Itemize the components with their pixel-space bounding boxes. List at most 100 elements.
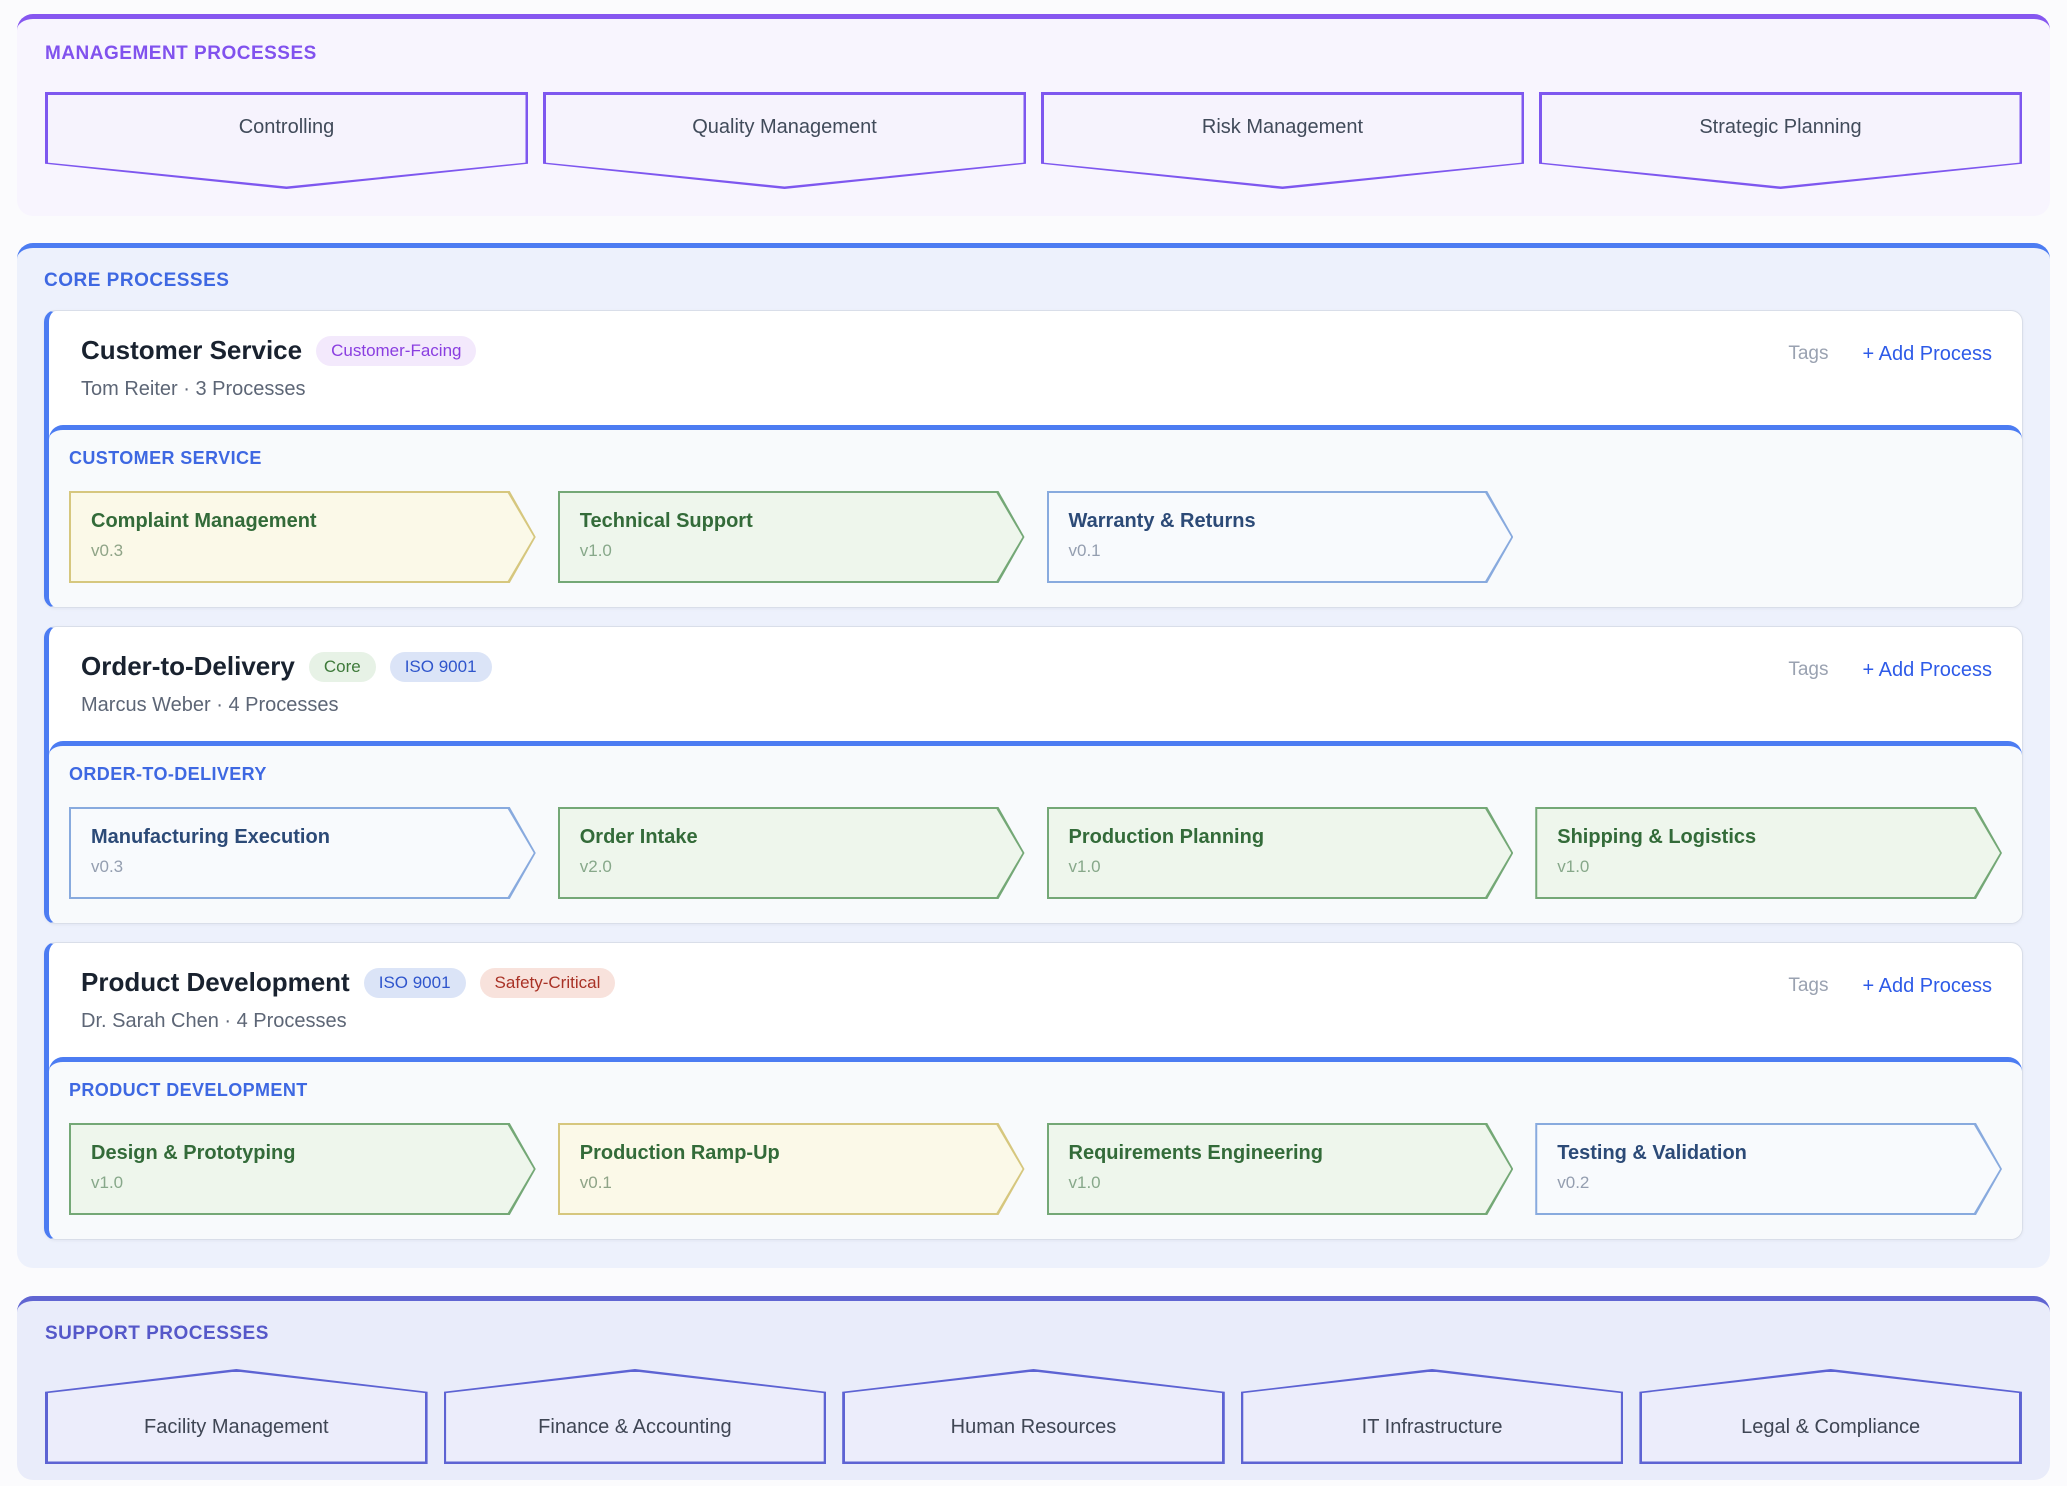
support-process-facility-management[interactable]: Facility Management: [45, 1369, 428, 1464]
process-version: v0.1: [1068, 541, 1101, 560]
management-process-risk-management[interactable]: Risk Management: [1041, 92, 1524, 189]
group-header-actions: Tags + Add Process: [1788, 343, 1992, 401]
process-chevron-shipping-logistics[interactable]: Shipping & Logistics v1.0: [1535, 807, 2002, 899]
management-process-controlling[interactable]: Controlling: [45, 92, 528, 189]
chevron-shape-fill: [71, 809, 534, 897]
process-name: Warranty & Returns: [1068, 510, 1256, 532]
process-chevron-production-planning[interactable]: Production Planning v1.0: [1047, 807, 1514, 899]
group-badge: ISO 9001: [389, 651, 492, 682]
group-title: Order-to-Delivery: [81, 651, 295, 681]
process-label: Risk Management: [1201, 116, 1364, 139]
support-processes-section: SUPPORT PROCESSES Facility Management Fi…: [17, 1296, 2050, 1480]
process-chevron-order-intake[interactable]: Order Intake v2.0: [558, 807, 1025, 899]
add-process-button[interactable]: + Add Process: [1862, 343, 1992, 365]
process-chevron-production-ramp-up[interactable]: Production Ramp-Up v0.1: [558, 1123, 1025, 1215]
process-version: v2.0: [579, 857, 612, 876]
process-version: v0.2: [1557, 1173, 1590, 1192]
tags-button[interactable]: Tags: [1788, 343, 1829, 364]
group-badge: Customer-Facing: [316, 335, 477, 366]
process-chevron-manufacturing-execution[interactable]: Manufacturing Execution v0.3: [69, 807, 536, 899]
process-chevron-technical-support[interactable]: Technical Support v1.0: [558, 491, 1025, 583]
process-label: Quality Management: [692, 116, 877, 139]
support-process-row: Facility Management Finance & Accounting…: [45, 1369, 2022, 1464]
group-header: Product Development ISO 9001 Safety-Crit…: [49, 943, 2022, 1057]
support-process-finance-accounting[interactable]: Finance & Accounting: [443, 1369, 827, 1464]
process-version: v1.0: [579, 541, 612, 560]
chevron-shape-fill: [71, 493, 534, 581]
process-name: Shipping & Logistics: [1557, 826, 1757, 848]
process-band: ORDER-TO-DELIVERY Manufacturing Executio…: [49, 741, 2022, 923]
process-row: Design & Prototyping v1.0 Production Ram…: [69, 1123, 2002, 1215]
process-name: Order Intake: [579, 826, 698, 848]
process-name: Production Planning: [1068, 826, 1265, 848]
chevron-shape-fill: [1049, 1125, 1512, 1213]
support-process-legal-compliance[interactable]: Legal & Compliance: [1639, 1369, 2022, 1464]
band-label: ORDER-TO-DELIVERY: [69, 764, 267, 784]
process-name: Technical Support: [579, 510, 753, 532]
process-label: Controlling: [238, 116, 335, 139]
group-header: Customer Service Customer-Facing Tom Rei…: [49, 311, 2022, 425]
process-label: Finance & Accounting: [538, 1416, 732, 1439]
chevron-shape-fill: [1049, 809, 1512, 897]
add-process-button[interactable]: + Add Process: [1862, 975, 1992, 997]
process-version: v1.0: [1068, 1173, 1101, 1192]
support-process-human-resources[interactable]: Human Resources: [842, 1369, 1225, 1464]
process-band: PRODUCT DEVELOPMENT Design & Prototyping…: [49, 1057, 2022, 1239]
process-version: v0.3: [91, 857, 124, 876]
process-group-card-order-to-delivery: Order-to-Delivery Core ISO 9001 Marcus W…: [44, 626, 2023, 924]
chevron-shape-fill: [1537, 1125, 2000, 1213]
management-processes-section: MANAGEMENT PROCESSES Controlling Quality…: [17, 14, 2050, 216]
group-header-left: Customer Service Customer-Facing Tom Rei…: [81, 335, 477, 401]
group-header-left: Product Development ISO 9001 Safety-Crit…: [81, 967, 616, 1033]
process-name: Production Ramp-Up: [579, 1142, 780, 1164]
process-chevron-requirements-engineering[interactable]: Requirements Engineering v1.0: [1047, 1123, 1514, 1215]
band-label: PRODUCT DEVELOPMENT: [69, 1080, 308, 1100]
group-owner: Tom Reiter · 3 Processes: [81, 378, 306, 400]
add-process-button[interactable]: + Add Process: [1862, 659, 1992, 681]
process-name: Testing & Validation: [1557, 1142, 1747, 1164]
roof-shape-fill: [844, 1371, 1223, 1462]
process-row: Complaint Management v0.3 Technical Supp…: [69, 491, 2002, 583]
process-label: IT Infrastructure: [1361, 1416, 1503, 1439]
process-chevron-testing-validation[interactable]: Testing & Validation v0.2: [1535, 1123, 2002, 1215]
core-section-label: CORE PROCESSES: [44, 270, 230, 291]
management-section-label: MANAGEMENT PROCESSES: [45, 43, 317, 64]
process-chevron-warranty-returns[interactable]: Warranty & Returns v0.1: [1047, 491, 1514, 583]
management-process-row: Controlling Quality Management Risk Mana…: [45, 92, 2022, 189]
process-chevron-complaint-management[interactable]: Complaint Management v0.3: [69, 491, 536, 583]
process-version: v1.0: [1068, 857, 1101, 876]
group-header: Order-to-Delivery Core ISO 9001 Marcus W…: [49, 627, 2022, 741]
group-title: Customer Service: [81, 335, 303, 365]
support-process-it-infrastructure[interactable]: IT Infrastructure: [1240, 1369, 1624, 1464]
process-band: CUSTOMER SERVICE Complaint Management v0…: [49, 425, 2022, 607]
process-group-card-customer-service: Customer Service Customer-Facing Tom Rei…: [44, 310, 2023, 608]
process-name: Design & Prototyping: [91, 1142, 296, 1164]
chevron-shape-fill: [71, 1125, 534, 1213]
chevron-shape-fill: [1049, 493, 1512, 581]
process-group-card-product-development: Product Development ISO 9001 Safety-Crit…: [44, 942, 2023, 1240]
process-version: v0.3: [91, 541, 124, 560]
tags-button[interactable]: Tags: [1788, 659, 1829, 680]
process-label: Strategic Planning: [1699, 116, 1862, 139]
process-chevron-design-prototyping[interactable]: Design & Prototyping v1.0: [69, 1123, 536, 1215]
process-label: Facility Management: [144, 1416, 329, 1439]
management-process-strategic-planning[interactable]: Strategic Planning: [1539, 92, 2022, 189]
roof-shape-fill: [1243, 1371, 1621, 1462]
group-header-actions: Tags + Add Process: [1788, 975, 1992, 1033]
group-badge: Safety-Critical: [479, 967, 616, 998]
group-owner: Dr. Sarah Chen · 4 Processes: [81, 1010, 347, 1032]
process-version: v1.0: [1557, 857, 1590, 876]
management-process-quality-management[interactable]: Quality Management: [543, 92, 1026, 189]
group-owner: Marcus Weber · 4 Processes: [81, 694, 339, 716]
roof-shape-fill: [446, 1371, 824, 1462]
process-name: Requirements Engineering: [1068, 1142, 1324, 1164]
group-title: Product Development: [81, 967, 350, 997]
process-label: Legal & Compliance: [1741, 1416, 1921, 1439]
process-version: v0.1: [579, 1173, 612, 1192]
group-badge: Core: [308, 651, 376, 682]
tags-button[interactable]: Tags: [1788, 975, 1829, 996]
chevron-shape-fill: [560, 1125, 1023, 1213]
roof-shape-fill: [1641, 1371, 2020, 1462]
process-name: Manufacturing Execution: [91, 826, 330, 848]
process-label: Human Resources: [950, 1416, 1117, 1439]
